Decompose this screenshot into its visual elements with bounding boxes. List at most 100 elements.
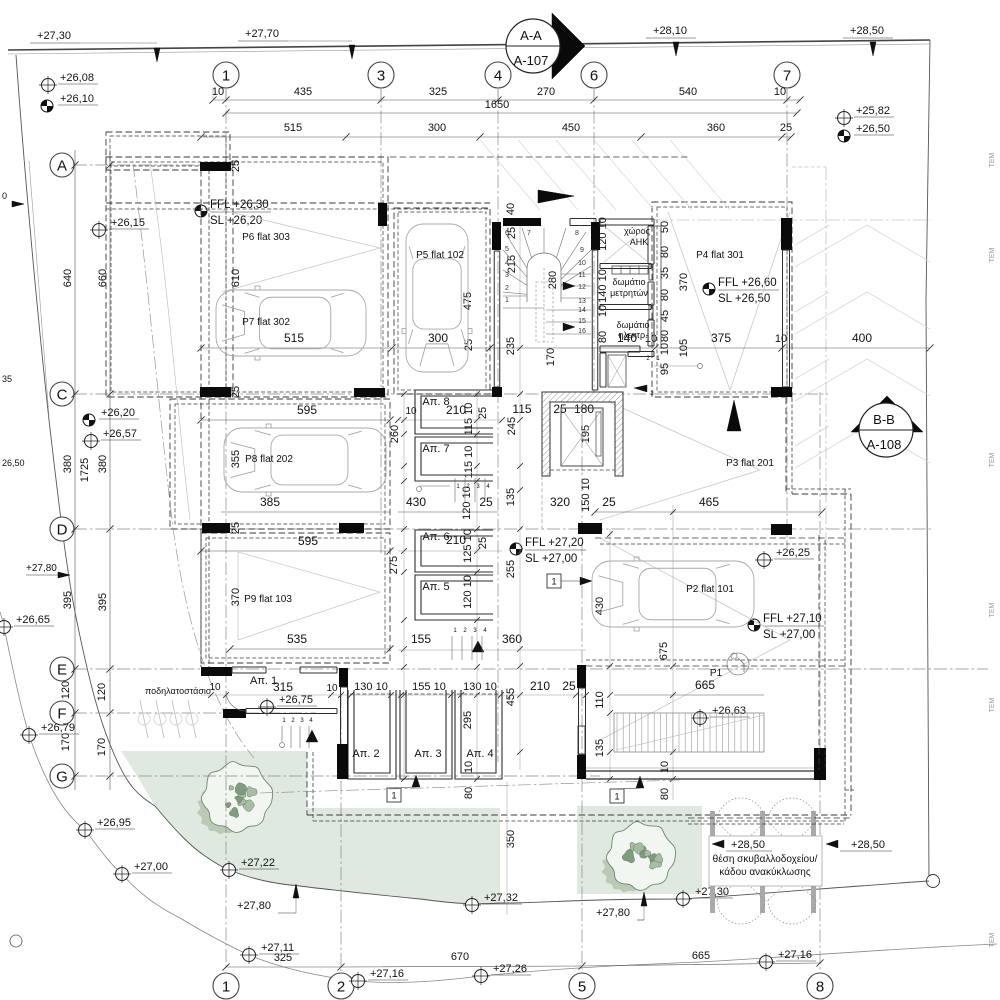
svg-text:P8 flat 202: P8 flat 202 [245,454,293,465]
svg-text:10: 10 [212,86,224,98]
svg-text:+27,26: +27,26 [493,963,527,975]
svg-text:ηλεκτρ.: ηλεκτρ. [618,330,647,340]
svg-text:1: 1 [391,791,396,801]
svg-text:400: 400 [852,331,872,345]
svg-text:Απ. 1: Απ. 1 [250,675,277,687]
svg-text:+28,50: +28,50 [851,839,885,851]
svg-text:170: 170 [60,733,72,751]
svg-text:δωμάτιο: δωμάτιο [613,277,646,287]
svg-text:3: 3 [650,391,654,397]
svg-text:315: 315 [273,680,293,694]
svg-text:665: 665 [692,950,710,962]
svg-text:355: 355 [230,450,242,468]
svg-text:95: 95 [659,363,671,375]
svg-text:1: 1 [456,484,460,490]
svg-text:395: 395 [62,591,74,609]
svg-text:120 10: 120 10 [461,486,473,520]
svg-text:6: 6 [505,230,509,237]
svg-text:Απ. 7: Απ. 7 [422,443,449,455]
svg-text:+26,57: +26,57 [103,428,137,440]
svg-text:+27,32: +27,32 [484,892,518,904]
svg-text:640: 640 [62,269,74,287]
svg-text:5: 5 [578,978,586,995]
svg-text:μετρητών: μετρητών [610,288,648,298]
svg-text:135: 135 [594,739,606,757]
svg-text:1: 1 [551,577,556,587]
svg-text:540: 540 [679,86,697,98]
svg-text:595: 595 [297,403,317,417]
svg-text:120 10: 120 10 [462,575,474,609]
svg-text:B-B: B-B [873,412,895,427]
svg-text:Απ. 2: Απ. 2 [352,748,379,760]
svg-text:1: 1 [614,792,619,802]
svg-text:SL +27,00: SL +27,00 [763,629,815,641]
svg-text:SL +26,50: SL +26,50 [718,293,770,305]
svg-text:+26,15: +26,15 [111,217,145,229]
svg-text:2: 2 [466,484,470,490]
svg-text:515: 515 [284,331,304,345]
svg-text:+26,08: +26,08 [60,72,94,84]
svg-text:80: 80 [463,787,475,799]
svg-text:1: 1 [453,628,457,634]
svg-text:+26,63: +26,63 [712,705,746,717]
svg-text:7: 7 [783,67,791,84]
svg-text:115 10: 115 10 [463,446,475,479]
svg-text:+26,75: +26,75 [279,694,313,706]
svg-text:50: 50 [659,221,671,233]
svg-text:535: 535 [287,632,307,646]
svg-text:+26,65: +26,65 [16,614,50,626]
svg-text:+26,10: +26,10 [60,93,94,105]
svg-text:120: 120 [96,683,108,701]
svg-text:κάδου ανακύκλωσης: κάδου ανακύκλωσης [719,866,810,878]
svg-text:150 10: 150 10 [580,478,592,512]
svg-text:380: 380 [62,455,74,473]
svg-text:25: 25 [230,386,242,398]
svg-text:245: 245 [506,417,518,435]
svg-text:P2 flat 101: P2 flat 101 [686,584,734,595]
svg-text:675: 675 [658,642,670,660]
svg-text:P6 flat 303: P6 flat 303 [242,232,290,243]
svg-text:375: 375 [711,331,731,345]
svg-text:25: 25 [230,522,242,534]
svg-text:25: 25 [602,495,616,509]
svg-text:610: 610 [230,269,242,287]
svg-text:670: 670 [451,951,469,963]
svg-text:G: G [56,768,68,785]
svg-text:40: 40 [505,203,517,215]
svg-text:10: 10 [659,761,671,773]
svg-text:130 10: 130 10 [354,681,388,693]
svg-text:455: 455 [505,688,517,706]
svg-text:280: 280 [547,271,559,289]
svg-text:135: 135 [505,488,517,506]
svg-text:110: 110 [594,691,606,709]
svg-text:430: 430 [406,495,426,509]
svg-text:435: 435 [294,86,312,98]
svg-text:170: 170 [545,348,557,366]
svg-text:FFL +26,60: FFL +26,60 [718,277,777,289]
svg-text:26,50: 26,50 [2,458,25,468]
svg-text:+27,00: +27,00 [134,861,168,873]
svg-text:+27,80: +27,80 [26,563,57,574]
svg-text:3: 3 [473,628,477,634]
svg-text:2: 2 [505,285,509,292]
svg-text:195: 195 [580,425,592,443]
svg-text:θέση σκυβαλλοδοχείου/: θέση σκυβαλλοδοχείου/ [713,853,818,865]
svg-text:P7 flat 302: P7 flat 302 [242,317,290,328]
svg-text:8: 8 [816,978,824,995]
svg-text:260: 260 [389,425,401,443]
svg-text:+26,79: +26,79 [41,722,75,734]
svg-text:255: 255 [505,560,517,578]
svg-text:15: 15 [578,318,586,325]
svg-text:10: 10 [578,260,586,267]
svg-text:10: 10 [209,682,221,693]
svg-text:0: 0 [2,191,7,201]
svg-text:3: 3 [300,718,304,724]
svg-text:80: 80 [659,246,671,258]
svg-text:80: 80 [659,330,671,342]
svg-text:270: 270 [537,86,555,98]
svg-text:16: 16 [578,328,586,335]
svg-text:+28,50: +28,50 [850,25,884,37]
svg-text:10: 10 [597,305,609,317]
svg-text:1: 1 [222,978,230,995]
svg-text:465: 465 [699,495,719,509]
